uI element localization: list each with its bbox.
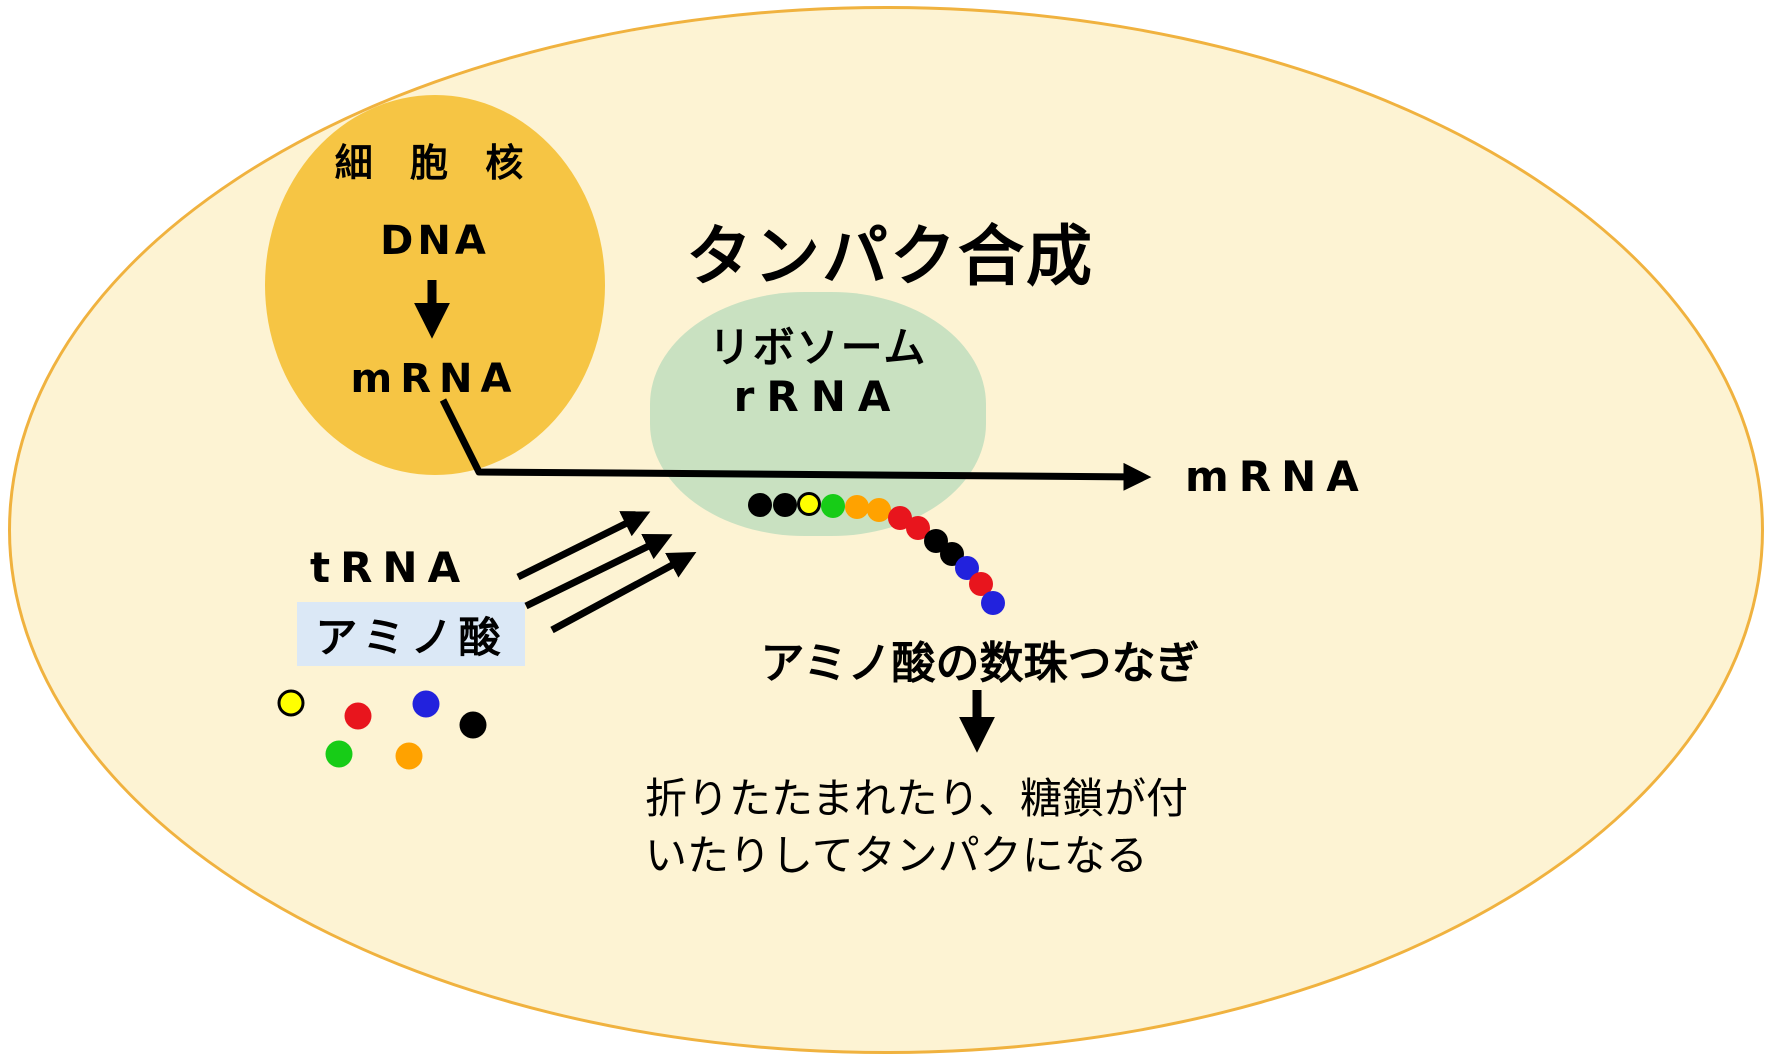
chain-bead [821,494,845,518]
chain-bead [845,495,869,519]
rrna-label: rRNA [733,372,903,421]
ribosome-label: リボソーム [708,323,928,372]
bottom-note-line1: 折りたたまれたり、糖鎖が付 [645,774,1189,823]
amino-acid-dot [344,702,372,730]
amino-acid-dot [325,740,353,768]
chain-bead [867,498,891,522]
diagram-title: タンパク合成 [686,218,1094,295]
chain-bead [981,591,1005,615]
nucleus-mrna-label: mRNA [350,356,520,402]
amino-acid-label: アミノ酸 [297,602,525,666]
amino-acid-dot [459,711,487,739]
chain-bead [748,493,772,517]
chain-bead [773,493,797,517]
nucleus-label: 細 胞 核 [334,141,536,185]
mrna-arrow-label: mRNA [1185,452,1369,501]
bottom-note-line2: いたりしてタンパクになる [645,831,1148,880]
trna-label: tRNA [310,543,471,592]
dna-label: DNA [380,218,490,264]
amino-acid-dot [412,690,440,718]
amino-acid-dot [277,689,305,717]
bottom-note: 折りたたまれたり、糖鎖が付 いたりしてタンパクになる [645,770,1188,884]
chain-bead [797,492,821,516]
chain-label: アミノ酸の数珠つなぎ [760,638,1200,689]
amino-acid-dot [395,742,423,770]
